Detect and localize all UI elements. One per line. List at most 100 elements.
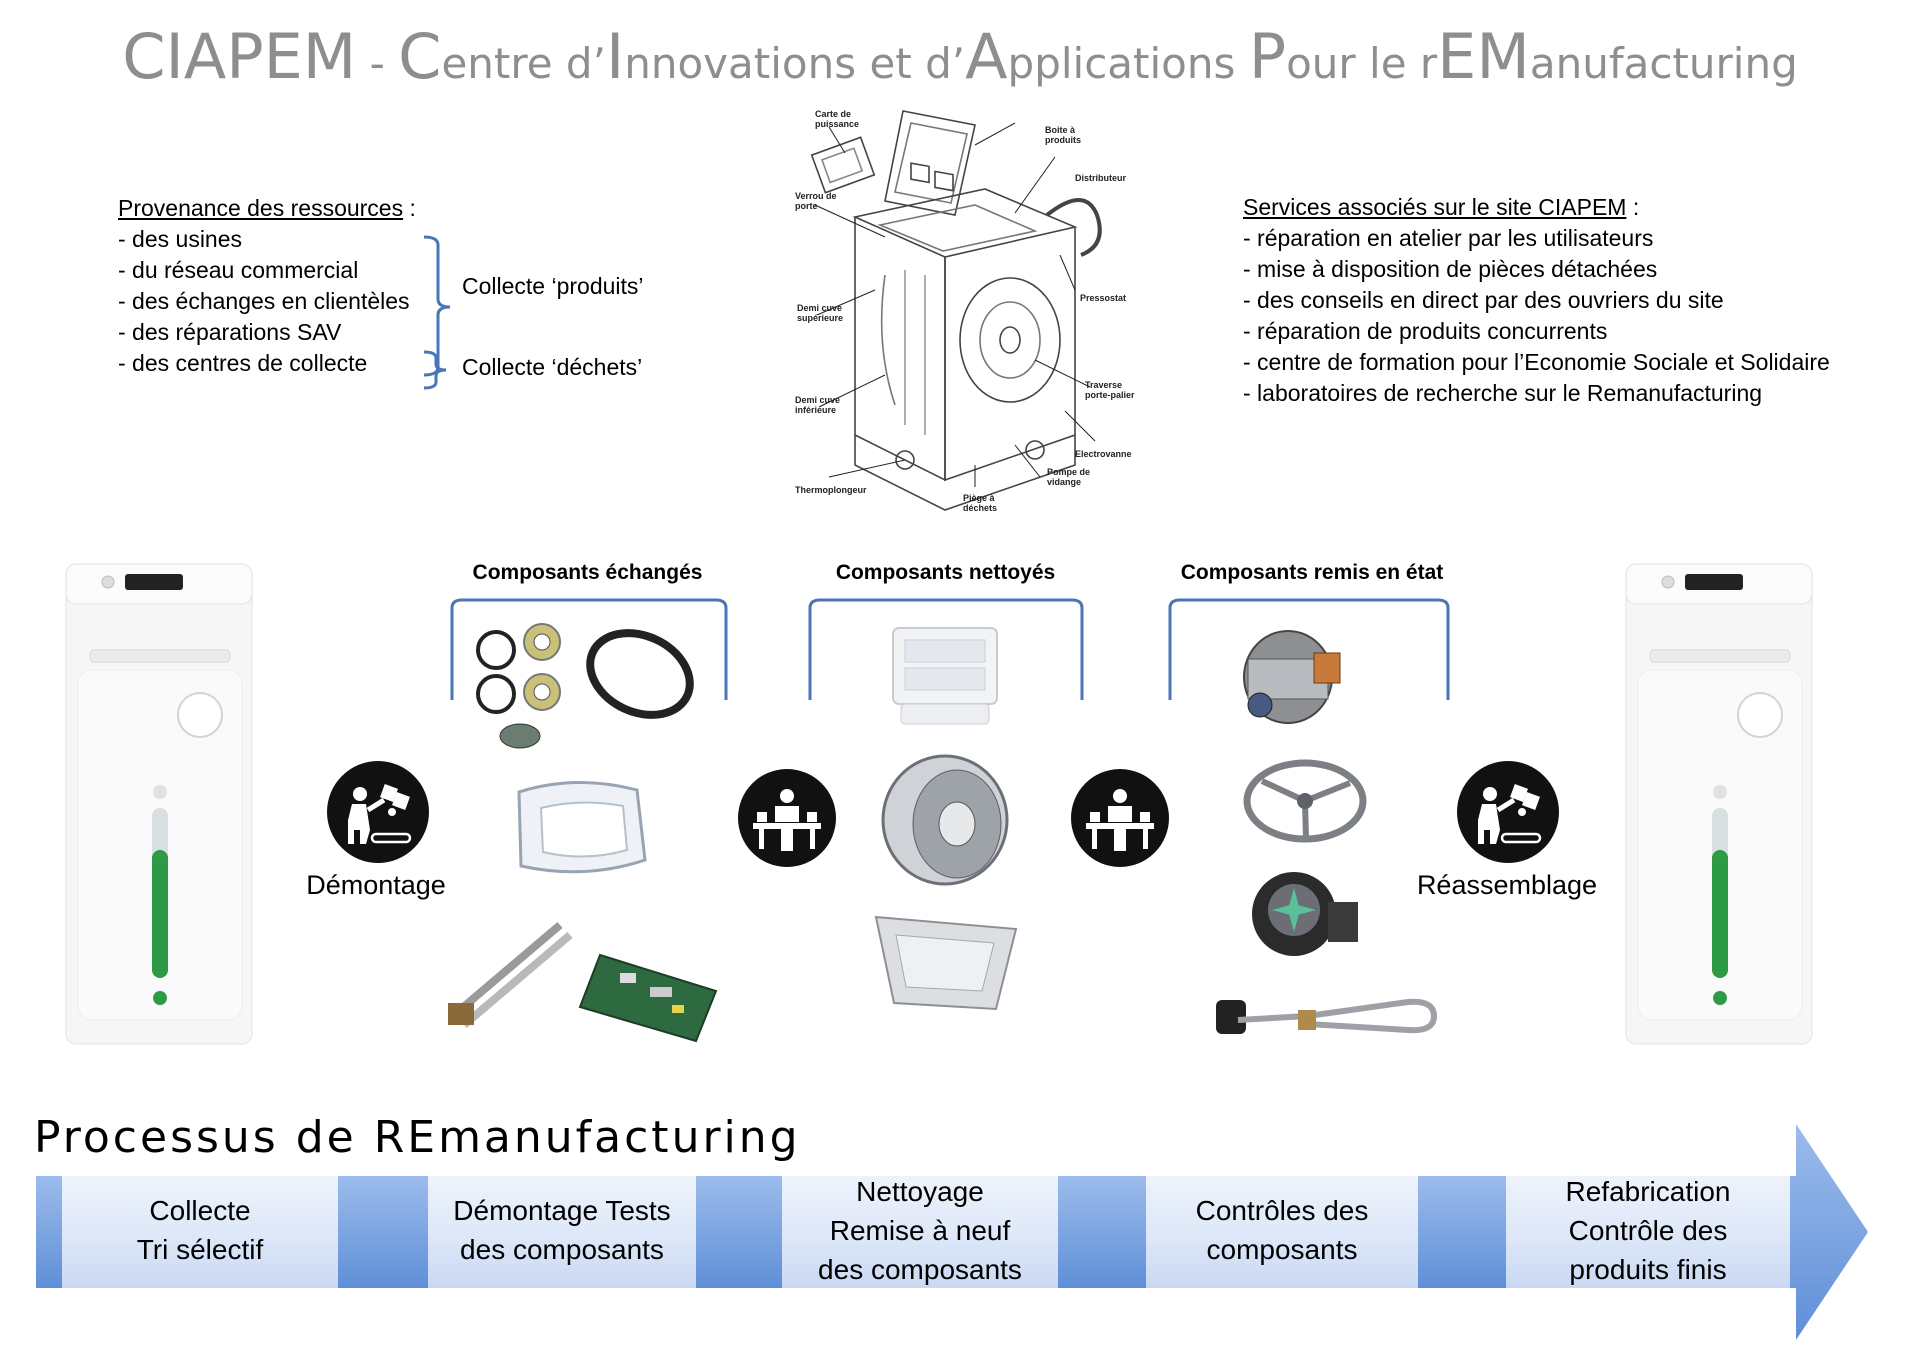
washing-machine-right — [1625, 563, 1813, 1045]
service-item: - centre de formation pour l’Economie So… — [1243, 349, 1830, 375]
tub-half-image — [874, 915, 1018, 1011]
step-disassembly-label: Démontage — [306, 870, 446, 900]
title-part: A — [965, 20, 1008, 93]
resources-list: - des usines - du réseau commercial - de… — [118, 224, 410, 379]
collect-waste-label: Collecte ‘déchets’ — [462, 354, 643, 380]
resource-item: - du réseau commercial — [118, 257, 359, 283]
page-title: CIAPEM - Centre d’Innovations et d’Appli… — [0, 20, 1920, 93]
diagram-label-demi-inf: Demi cuve — [795, 395, 840, 405]
worker-puzzle-icon — [326, 760, 430, 864]
detergent-box-image — [892, 627, 998, 725]
section-exchanged-label: Composants échangés — [472, 561, 703, 584]
stage-line: Refabrication — [1565, 1175, 1731, 1207]
stage-controls: Contrôles des composants — [1146, 1175, 1418, 1285]
diagram-label-demi-inf: inférieure — [795, 405, 836, 415]
washing-machine-left — [65, 563, 253, 1045]
drum-spider-image — [1243, 759, 1367, 843]
process-arrow — [36, 1124, 1868, 1340]
diagram-label-verrou: Verrou de — [795, 191, 837, 201]
resource-item: - des échanges en clientèles — [118, 288, 410, 314]
step-reassembly-label: Réassemblage — [1416, 870, 1598, 900]
door-gasket-image — [517, 781, 647, 874]
brace-waste — [423, 350, 447, 390]
diagram-label-piege: Piège à — [963, 493, 996, 503]
services-heading-suffix: : — [1626, 194, 1640, 220]
diagram-label-pressostat: Pressostat — [1080, 293, 1126, 303]
diagram-label-demi-sup: Demi cuve — [797, 303, 842, 313]
stage-disassembly-tests: Démontage Tests des composants — [428, 1175, 696, 1285]
diagram-label-boite: Boite à — [1045, 125, 1076, 135]
workbench-icon — [1070, 768, 1170, 868]
diagram-label-piege: déchets — [963, 503, 997, 513]
diagram-label-thermo: Thermoplongeur — [795, 485, 867, 495]
seals-belt-image — [476, 623, 694, 749]
stage-line: produits finis — [1569, 1253, 1727, 1285]
services-heading: Services associés sur le site CIAPEM : — [1243, 192, 1639, 223]
title-part: C — [398, 20, 442, 93]
diagram-label-traverse: Traverse — [1085, 380, 1122, 390]
resource-item: - des centres de collecte — [118, 350, 368, 376]
brace-products — [423, 235, 451, 377]
title-part: - — [356, 39, 399, 88]
process-title: Processus de REmanufacturing — [34, 1112, 801, 1163]
resources-heading-text: Provenance des ressources — [118, 195, 404, 221]
valve-thermo-image — [1216, 998, 1438, 1034]
stage-collect: Collecte Tri sélectif — [62, 1175, 338, 1285]
bracket-cleaned — [808, 598, 1084, 700]
diagram-label-carte: puissance — [815, 119, 859, 129]
diagram-label-pompe: vidange — [1047, 477, 1081, 487]
service-item: - mise à disposition de pièces détachées — [1243, 256, 1658, 282]
drain-pump-image — [1252, 872, 1358, 956]
title-part: P — [1248, 20, 1287, 93]
drum-image — [881, 754, 1009, 886]
services-list: - réparation en atelier par les utilisat… — [1243, 223, 1830, 409]
section-brackets — [450, 598, 1450, 700]
resources-heading-suffix: : — [403, 195, 416, 221]
resource-item: - des usines — [118, 226, 243, 252]
stage-line: des composants — [818, 1253, 1022, 1285]
stage-line: Nettoyage — [856, 1175, 984, 1207]
title-part: our le r — [1286, 39, 1438, 88]
motor-image — [1243, 630, 1341, 724]
stage-line: Démontage Tests — [453, 1195, 671, 1226]
bracket-exchanged — [450, 598, 728, 700]
arrow-head — [1786, 1124, 1868, 1340]
service-item: - laboratoires de recherche sur le Reman… — [1243, 380, 1763, 406]
stage-line: Collecte — [149, 1195, 251, 1226]
bracket-refurbished — [1168, 598, 1450, 700]
title-part: anufacturing — [1529, 39, 1798, 88]
section-cleaned-label: Composants nettoyés — [835, 561, 1056, 584]
title-part: EM — [1437, 20, 1530, 93]
resources-braces — [423, 235, 451, 377]
service-item: - des conseils en direct par des ouvrier… — [1243, 287, 1724, 313]
section-refurbished-label: Composants remis en état — [1180, 561, 1444, 584]
diagram-label-pompe: Pompe de — [1047, 467, 1090, 477]
diagram-label-distributeur: Distributeur — [1075, 173, 1127, 183]
diagram-label-carte: Carte de — [815, 109, 851, 119]
stage-line: Tri sélectif — [136, 1234, 264, 1265]
stage-line: Contrôles des — [1195, 1195, 1369, 1226]
workbench-icon — [737, 768, 837, 868]
services-heading-text: Services associés sur le site CIAPEM — [1243, 194, 1627, 220]
title-part: pplications — [1007, 39, 1249, 88]
stage-line: composants — [1206, 1234, 1358, 1265]
worker-puzzle-icon — [1456, 760, 1560, 864]
service-item: - réparation de produits concurrents — [1243, 318, 1608, 344]
diagram-label-demi-sup: supérieure — [797, 313, 843, 323]
stage-line: des composants — [460, 1234, 664, 1265]
service-item: - réparation en atelier par les utilisat… — [1243, 225, 1654, 251]
heater-board-image — [448, 921, 718, 1043]
stage-cleaning: Nettoyage Remise à neuf des composants — [782, 1175, 1058, 1285]
diagram-label-boite: produits — [1045, 135, 1081, 145]
title-part: nnovations et d’ — [624, 39, 966, 88]
stage-refabrication: Refabrication Contrôle des produits fini… — [1506, 1175, 1790, 1285]
title-part: I — [605, 20, 625, 93]
diagram-label-electrovanne: Electrovanne — [1075, 449, 1132, 459]
resources-heading: Provenance des ressources : — [118, 193, 416, 224]
collect-products-label: Collecte ‘produits’ — [462, 273, 644, 299]
diagram-label-traverse: porte-palier — [1085, 390, 1135, 400]
diagram-label-verrou: porte — [795, 201, 818, 211]
title-part: CIAPEM — [122, 20, 357, 93]
resource-item: - des réparations SAV — [118, 319, 342, 345]
